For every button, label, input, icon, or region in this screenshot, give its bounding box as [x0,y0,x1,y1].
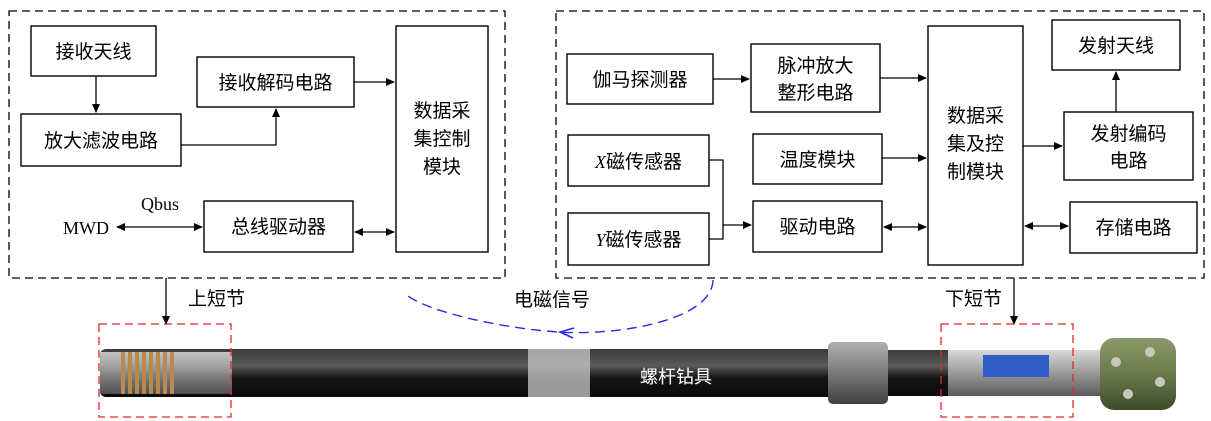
lower-sub-label: 下短节 [945,288,1002,310]
lower-daq-box [927,25,1024,266]
upper-daq-line-3: 模块 [423,156,461,178]
receive-antenna-box [30,25,157,77]
arrow-filter-to-decode [181,108,280,146]
pulse-amp-line-1: 脉冲放大 [777,55,853,77]
lower-module-frame [555,10,1205,279]
temperature-box [752,133,883,185]
transmit-encode-line-2: 电路 [1109,150,1147,172]
lower-daq-line-3: 制模块 [947,161,1004,183]
upper-sub-highlight [98,323,232,418]
upper-sub-label: 上短节 [188,288,245,310]
y-sensor-label: Y磁传感器 [595,229,681,251]
upper-module-frame [8,10,506,279]
transmit-encode-line-1: 发射编码 [1090,123,1166,145]
motor-joint [888,350,948,396]
sleeve-band [528,349,590,397]
transmit-antenna-box [1051,19,1181,71]
bit-cutter [1111,357,1121,367]
bus-driver-label: 总线驱动器 [231,216,326,238]
x-sensor-label: X磁传感器 [594,151,682,173]
drive-circuit-label: 驱动电路 [779,216,855,238]
tool-body [100,349,840,397]
amp-filter-box [20,113,182,167]
y-sensor-box [567,212,710,266]
lower-daq-line-1: 数据采 [947,105,1004,127]
bit-cutter [1123,389,1133,399]
amp-filter-label: 放大滤波电路 [44,130,158,152]
transmit-encode-box [1063,111,1194,181]
upper-daq-line-1: 数据采 [413,100,470,122]
storage-box [1069,201,1198,254]
gamma-detector-label: 伽马探测器 [592,69,687,91]
receive-decode-box [196,56,355,108]
lower-sub-window [983,355,1049,377]
gamma-detector-box [566,53,714,105]
upper-daq-line-2: 集控制 [413,128,470,150]
bit-cutter [1145,347,1155,357]
storage-label: 存储电路 [1095,217,1171,239]
bit-cutter [1155,377,1165,387]
mwd-label: MWD [63,218,109,238]
qbus-label: Qbus [141,194,179,214]
pulse-amp-box [750,43,881,113]
em-signal-curve [407,279,714,334]
sensor-join-line [709,159,724,240]
motor-label: 螺杆钻具 [640,367,712,388]
lower-daq-line-2: 集及控 [947,133,1004,155]
upper-daq-box [395,25,489,253]
bus-driver-box [203,200,354,253]
receive-decode-label: 接收解码电路 [218,72,332,94]
transmit-antenna-label: 发射天线 [1078,35,1154,57]
temperature-label: 温度模块 [779,149,855,171]
x-sensor-box [567,134,710,187]
drill-bit [1100,338,1176,410]
pulse-amp-line-2: 整形电路 [777,82,853,104]
lower-sub-highlight [940,323,1074,418]
em-signal-arrowhead [557,327,575,339]
upper-sub-rings [121,352,174,394]
drill-tool-image: 螺杆钻具 [100,338,1176,410]
receive-antenna-label: 接收天线 [55,41,131,63]
motor-collar [828,342,888,404]
drive-circuit-box [752,200,883,253]
em-signal-label: 电磁信号 [514,289,590,311]
